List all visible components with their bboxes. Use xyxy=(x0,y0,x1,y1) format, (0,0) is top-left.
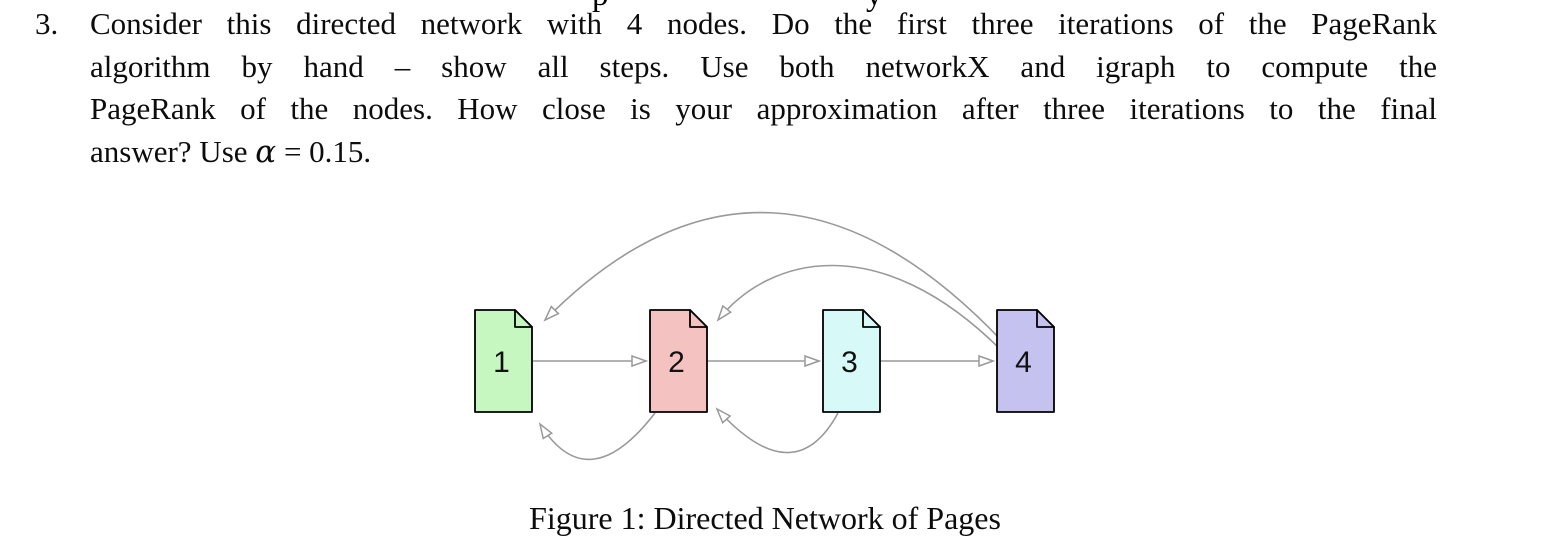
graph-node-1: 1 xyxy=(474,309,533,413)
edge-3-to-2 xyxy=(717,409,839,454)
graph-node-2: 2 xyxy=(649,309,708,413)
problem-line-3: PageRank of the nodes. How close is your… xyxy=(90,91,1437,127)
page-fold-icon-3 xyxy=(862,309,881,328)
problem-statement: Consider this directed network with 4 no… xyxy=(90,3,1437,173)
problem-line-4-post: = 0.15. xyxy=(276,133,372,169)
problem-line-4: answer? Use α = 0.15. xyxy=(90,131,1437,174)
nodes-layer: 1 2 3 4 xyxy=(474,309,1055,413)
node-label-3: 3 xyxy=(841,346,858,379)
page-icon-3 xyxy=(822,309,881,413)
clipped-previous-line: p y xyxy=(0,0,1552,13)
page-icon-2 xyxy=(649,309,708,413)
page-icon-4 xyxy=(996,309,1055,413)
edge-4-to-2 xyxy=(718,264,1001,350)
edge-2-to-1 xyxy=(540,412,656,461)
problem-line-4-pre: answer? Use xyxy=(90,133,256,169)
page-icon-1 xyxy=(474,309,533,413)
page-fold-icon-4 xyxy=(1036,309,1055,328)
edges-layer xyxy=(533,211,1003,461)
clipped-glyph-fragment: p xyxy=(592,0,609,12)
node-label-1: 1 xyxy=(493,346,510,379)
graph-node-3: 3 xyxy=(822,309,881,413)
node-label-2: 2 xyxy=(668,346,685,379)
page-fold-icon-2 xyxy=(689,309,708,328)
network-graph: 1 2 3 4 xyxy=(474,211,1055,461)
problem-number: 3. xyxy=(35,6,59,41)
node-label-4: 4 xyxy=(1015,346,1032,379)
clipped-glyph-fragment: y xyxy=(866,0,883,12)
graph-node-4: 4 xyxy=(996,309,1055,413)
edge-4-to-1 xyxy=(545,211,1003,342)
figure-caption: Figure 1: Directed Network of Pages xyxy=(529,500,1001,536)
problem-line-1: Consider this directed network with 4 no… xyxy=(90,6,1437,41)
alpha-symbol: α xyxy=(255,133,277,170)
page-fold-icon-1 xyxy=(514,309,533,328)
problem-line-2: algorithm by hand – show all steps. Use … xyxy=(90,48,1437,84)
